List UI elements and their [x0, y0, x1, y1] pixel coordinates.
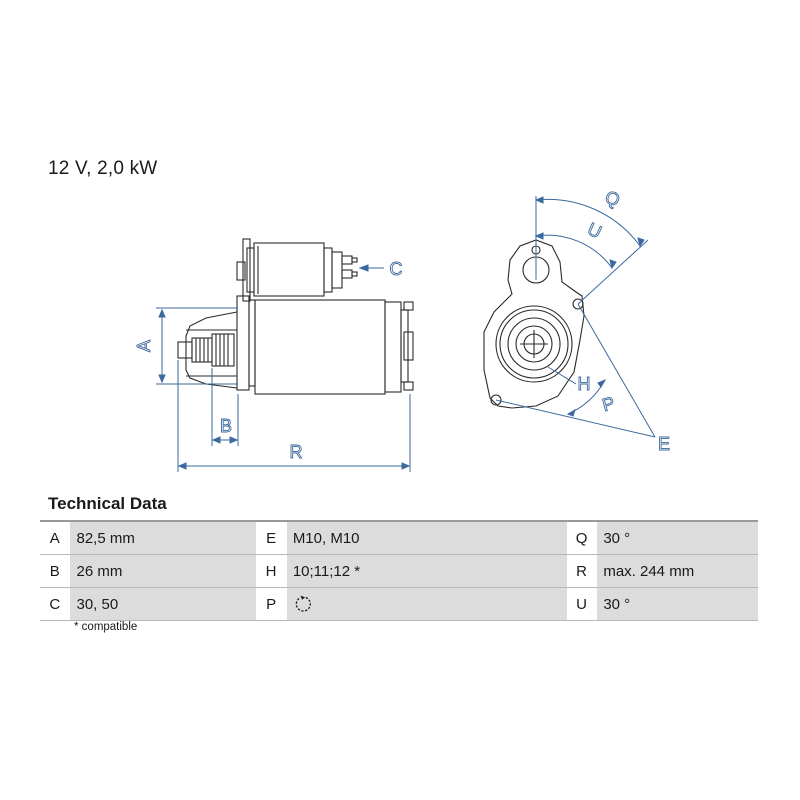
table-row: A 82,5 mm E M10, M10 Q 30 ° — [40, 520, 758, 555]
dimension-label-r: R — [290, 442, 303, 462]
dimension-label-p: P — [600, 393, 617, 415]
starter-front-view — [483, 239, 585, 409]
technical-data-table: A 82,5 mm E M10, M10 Q 30 ° B 26 mm H 10… — [40, 520, 758, 621]
spec-value: 30 ° — [596, 520, 758, 555]
spec-key: R — [566, 554, 597, 588]
spec-key: A — [40, 520, 70, 555]
dimension-label-b: B — [220, 416, 232, 436]
spec-key: B — [40, 554, 70, 588]
spec-key: P — [256, 587, 287, 621]
spec-value: 82,5 mm — [69, 520, 257, 555]
spec-value: 10;11;12 * — [285, 554, 567, 588]
dimension-label-q: Q — [602, 187, 623, 211]
starter-side-view — [177, 238, 414, 395]
table-row: B 26 mm H 10;11;12 * R max. 244 mm — [40, 554, 758, 588]
dimension-label-u: U — [584, 219, 604, 243]
spec-value: max. 244 mm — [596, 554, 758, 588]
spec-key: C — [40, 587, 70, 621]
front-view-labels: Q U H P E — [577, 186, 670, 454]
counterclockwise-rotation-icon — [295, 595, 311, 612]
spec-key: U — [566, 587, 597, 621]
spec-value: 26 mm — [69, 554, 257, 588]
table-row: C 30, 50 P U 30 ° — [40, 587, 758, 621]
dimension-label-a: A — [134, 340, 154, 352]
side-view-labels: A B R C — [134, 259, 403, 463]
side-view-dimensions — [156, 264, 411, 472]
spec-key: E — [256, 520, 287, 555]
spec-value: M10, M10 — [285, 520, 567, 555]
spec-value: 30 ° — [596, 587, 758, 621]
spec-value: 30, 50 — [69, 587, 257, 621]
spec-key: H — [256, 554, 287, 588]
page-headline: 12 V, 2,0 kW — [48, 158, 158, 179]
spec-value-rotation — [285, 587, 567, 621]
technical-data-title: Technical Data — [48, 494, 167, 513]
front-view-dimensions — [495, 196, 656, 438]
footnote: * compatible — [74, 621, 138, 633]
dimension-label-c: C — [390, 259, 403, 279]
dimension-label-e: E — [658, 434, 670, 454]
dimension-label-h: H — [578, 374, 591, 394]
spec-key: Q — [566, 520, 597, 555]
